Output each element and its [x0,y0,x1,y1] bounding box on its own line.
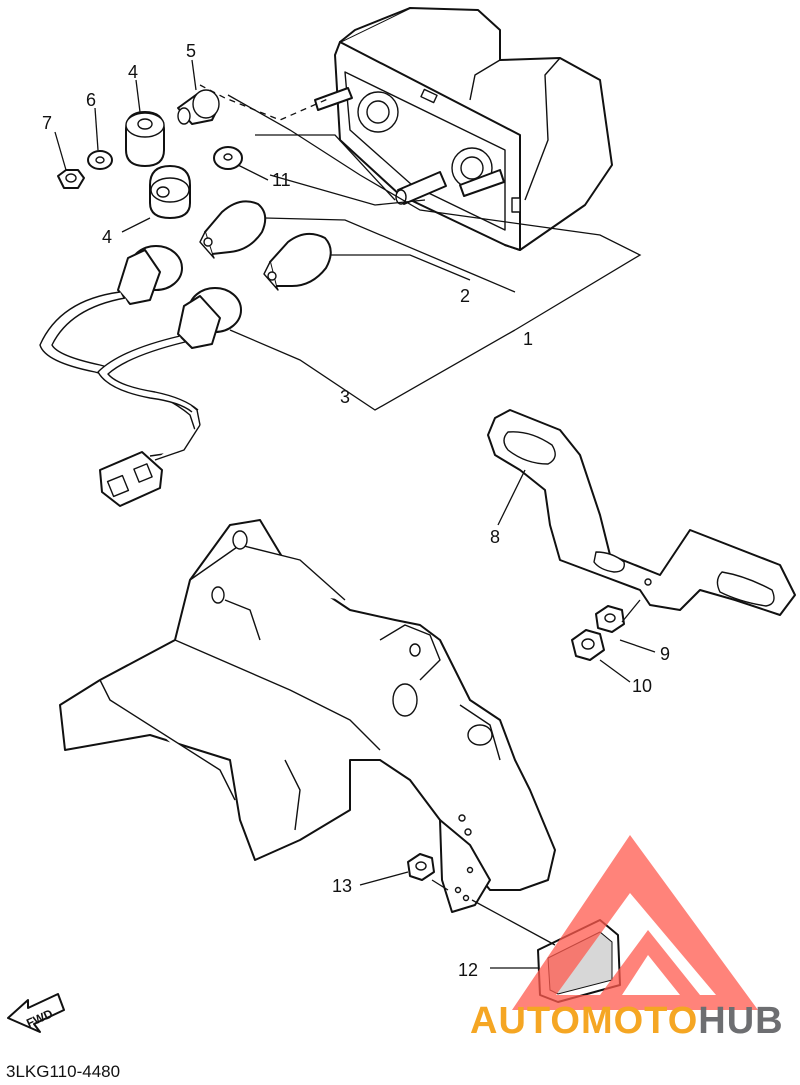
callout-labels: 1 2 3 4 4 5 6 7 8 9 10 11 12 13 [42,41,670,980]
fwd-arrow-icon: FWD [7,993,65,1033]
callout-12: 12 [458,960,478,980]
callout-2: 2 [460,286,470,306]
nut-13 [407,853,435,881]
diagram-code: 3LKG110-4480 [6,1062,120,1081]
license-bracket [487,409,796,616]
callout-1: 1 [523,329,533,349]
taillight-housing [314,7,613,251]
grommet-upper [125,111,165,167]
callout-11: 11 [272,170,291,190]
nut-9 [595,605,625,633]
nut-10 [571,629,605,661]
callout-3: 3 [340,387,350,407]
callout-8: 8 [490,527,500,547]
socket-cord [39,245,242,507]
watermark-part1: AUTOMOTO [470,1000,698,1042]
grommet-lower [149,165,191,219]
callout-4-upper: 4 [128,62,138,82]
bulb-upper [199,200,267,259]
washer-11 [213,146,243,170]
collar [177,89,220,125]
washer-6 [87,150,113,170]
callout-5: 5 [186,41,196,61]
leader-lines [54,59,656,969]
nut-7 [57,169,85,189]
callout-10: 10 [632,676,652,696]
callout-6: 6 [86,90,96,110]
callout-4-lower: 4 [102,227,112,247]
bulb-lower [263,232,332,291]
rear-fender-frame [59,519,556,913]
watermark-part2: HUB [698,1000,783,1042]
automotohub-logo-icon [512,835,758,1010]
callout-7: 7 [42,113,52,133]
callout-13: 13 [332,876,352,896]
svg-text:AUTOMOTOHUB: AUTOMOTOHUB [470,1000,784,1042]
callout-9: 9 [660,644,670,664]
